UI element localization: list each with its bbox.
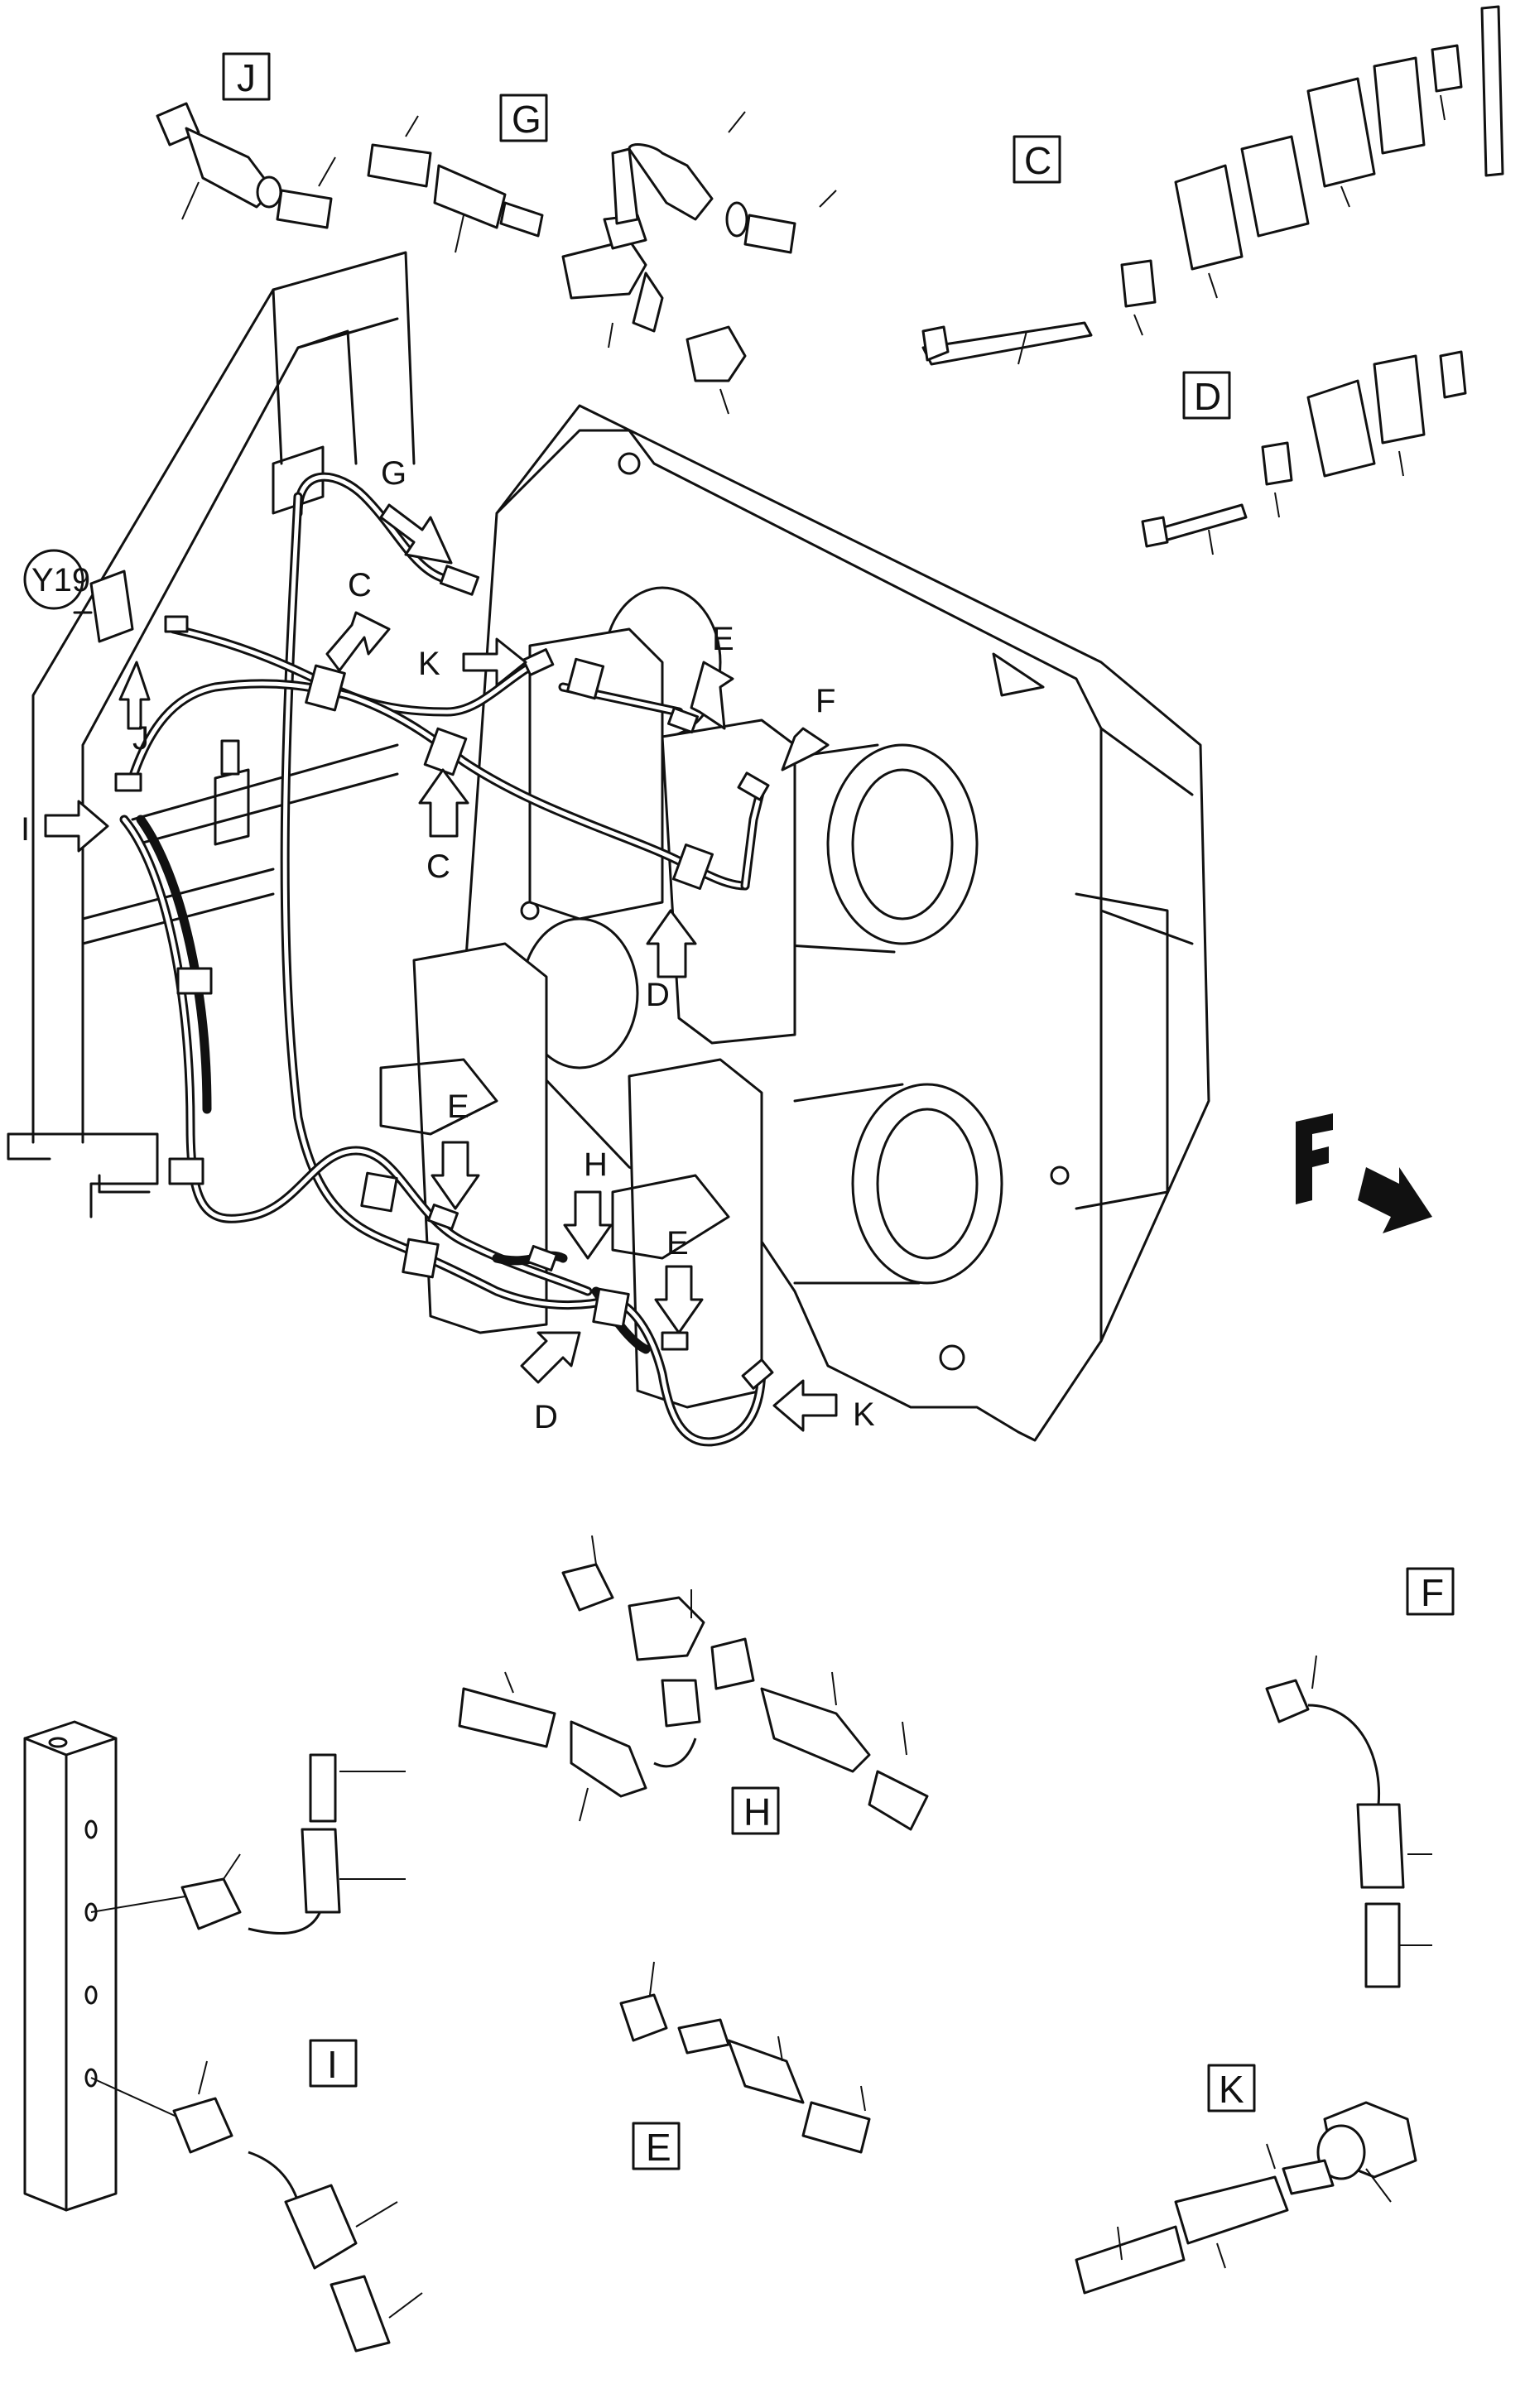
svg-text:E: E	[712, 621, 734, 657]
detail-h: H	[458, 1535, 929, 1835]
callout-d-upper: D	[646, 909, 697, 1013]
detail-k: K	[1075, 2064, 1417, 2295]
callout-k-upper: K	[418, 637, 527, 687]
direction-arrow-icon	[1358, 1167, 1432, 1233]
direction-label: F	[0, 0, 1, 1]
front-direction-indicator: F	[0, 0, 1432, 1233]
svg-text:D: D	[534, 1399, 558, 1435]
callout-f-main: F	[781, 683, 835, 771]
svg-text:K: K	[418, 646, 440, 682]
svg-text:C: C	[426, 848, 450, 885]
svg-text:I: I	[327, 2043, 338, 2086]
detail-i-box	[309, 2039, 358, 2088]
callout-i: I	[21, 800, 109, 853]
frame-structure	[7, 251, 416, 1218]
detail-j-box	[222, 52, 271, 101]
svg-text:H: H	[584, 1146, 608, 1183]
callout-h: H	[563, 1146, 613, 1260]
detail-g-box	[499, 94, 548, 142]
svg-text:K: K	[1219, 2068, 1244, 2111]
detail-f-box	[1406, 1567, 1455, 1616]
y19-callout-circle	[23, 549, 84, 610]
detail-i: I	[23, 1720, 423, 2353]
svg-text:E: E	[666, 1225, 689, 1262]
svg-text:G: G	[381, 455, 407, 492]
gear-shafts	[520, 586, 1003, 1285]
svg-text:K: K	[853, 1396, 875, 1433]
svg-text:C: C	[348, 567, 372, 603]
callout-e-lower-right: E	[654, 1225, 704, 1334]
callout-d-lower: D	[520, 1331, 581, 1435]
callout-e-lower-left: E	[431, 1089, 480, 1210]
y19-solenoid: Y19	[23, 549, 134, 643]
detail-c: C	[921, 5, 1504, 366]
callout-g: G	[379, 455, 453, 565]
svg-text:F: F	[815, 683, 835, 719]
callout-e-upper: E	[690, 621, 734, 730]
callout-c-upper: C	[325, 567, 391, 672]
svg-text:E: E	[447, 1089, 469, 1125]
svg-text:C: C	[1024, 139, 1051, 182]
y19-label: Y19	[31, 562, 90, 598]
callout-c-lower: C	[418, 768, 469, 885]
main-assembly-drawing: Y19 G C K E F	[0, 0, 1432, 1447]
hose-clamps	[168, 657, 714, 1329]
detail-j: J	[156, 52, 336, 229]
svg-text:D: D	[1194, 375, 1221, 418]
svg-text:D: D	[646, 977, 670, 1013]
svg-text:E: E	[646, 2126, 671, 2169]
callout-arrows: G C K E F J I	[21, 455, 875, 1435]
svg-text:I: I	[21, 811, 30, 848]
hydraulic-hoses	[119, 472, 767, 1447]
svg-text:J: J	[132, 720, 149, 757]
detail-d: D	[1141, 350, 1467, 555]
hose-fittings	[114, 565, 774, 1390]
svg-text:G: G	[512, 98, 541, 141]
detail-e: E	[619, 1961, 871, 2170]
detail-h-box	[731, 1786, 780, 1835]
svg-text:H: H	[743, 1790, 771, 1834]
svg-text:J: J	[237, 56, 256, 99]
bolt-head	[921, 325, 950, 362]
callout-j: J	[118, 661, 151, 757]
detail-f: F	[1265, 1567, 1455, 1988]
detail-d-box	[1182, 371, 1231, 420]
manifold-block	[23, 1720, 118, 2212]
detail-g: G	[367, 94, 837, 415]
detail-e-box	[632, 2122, 681, 2170]
detail-k-box	[1207, 2064, 1256, 2112]
bolt-shank	[921, 321, 1093, 366]
svg-text:F: F	[1421, 1571, 1444, 1614]
callout-k-lower: K	[772, 1379, 875, 1433]
detail-c-box	[1013, 135, 1061, 184]
direction-letter-f-shape	[1296, 1113, 1333, 1204]
